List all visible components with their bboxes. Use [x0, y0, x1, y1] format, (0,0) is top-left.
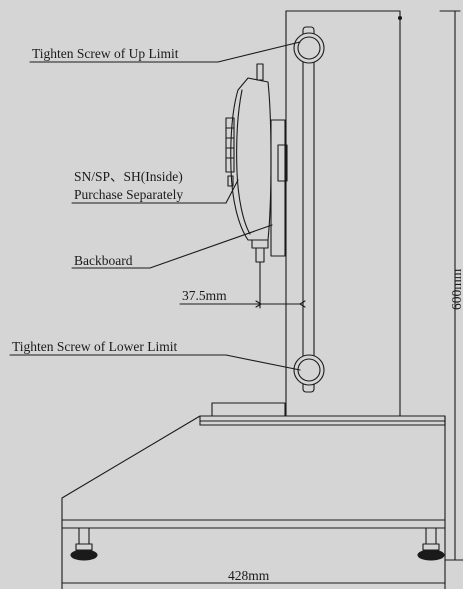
guide-rod: [302, 26, 315, 393]
right-foot: [417, 527, 445, 561]
base: [61, 402, 446, 529]
label-height: 600mm: [449, 268, 463, 310]
label-gauge-line2: Purchase Separately: [74, 187, 183, 202]
up-limit-screw: [293, 32, 325, 64]
force-gauge: [225, 63, 272, 287]
backboard-leader-diag: [149, 224, 273, 269]
backboard: [270, 119, 288, 257]
offset-dimension: [179, 285, 306, 309]
lower-limit-leader-diag: [225, 354, 301, 371]
label-lower-limit: Tighten Screw of Lower Limit: [12, 339, 177, 354]
height-dimension: [439, 10, 463, 561]
label-offset: 37.5mm: [182, 288, 227, 303]
up-limit-leader-diag: [217, 41, 301, 63]
label-up-limit: Tighten Screw of Up Limit: [32, 46, 179, 61]
label-width: 428mm: [228, 568, 270, 583]
label-gauge-line1: SN/SP、SH(Inside): [74, 169, 183, 184]
left-foot: [70, 527, 98, 561]
label-backboard: Backboard: [74, 253, 133, 268]
width-dimension: [61, 527, 446, 589]
gauge-leader-diag: [225, 179, 239, 204]
